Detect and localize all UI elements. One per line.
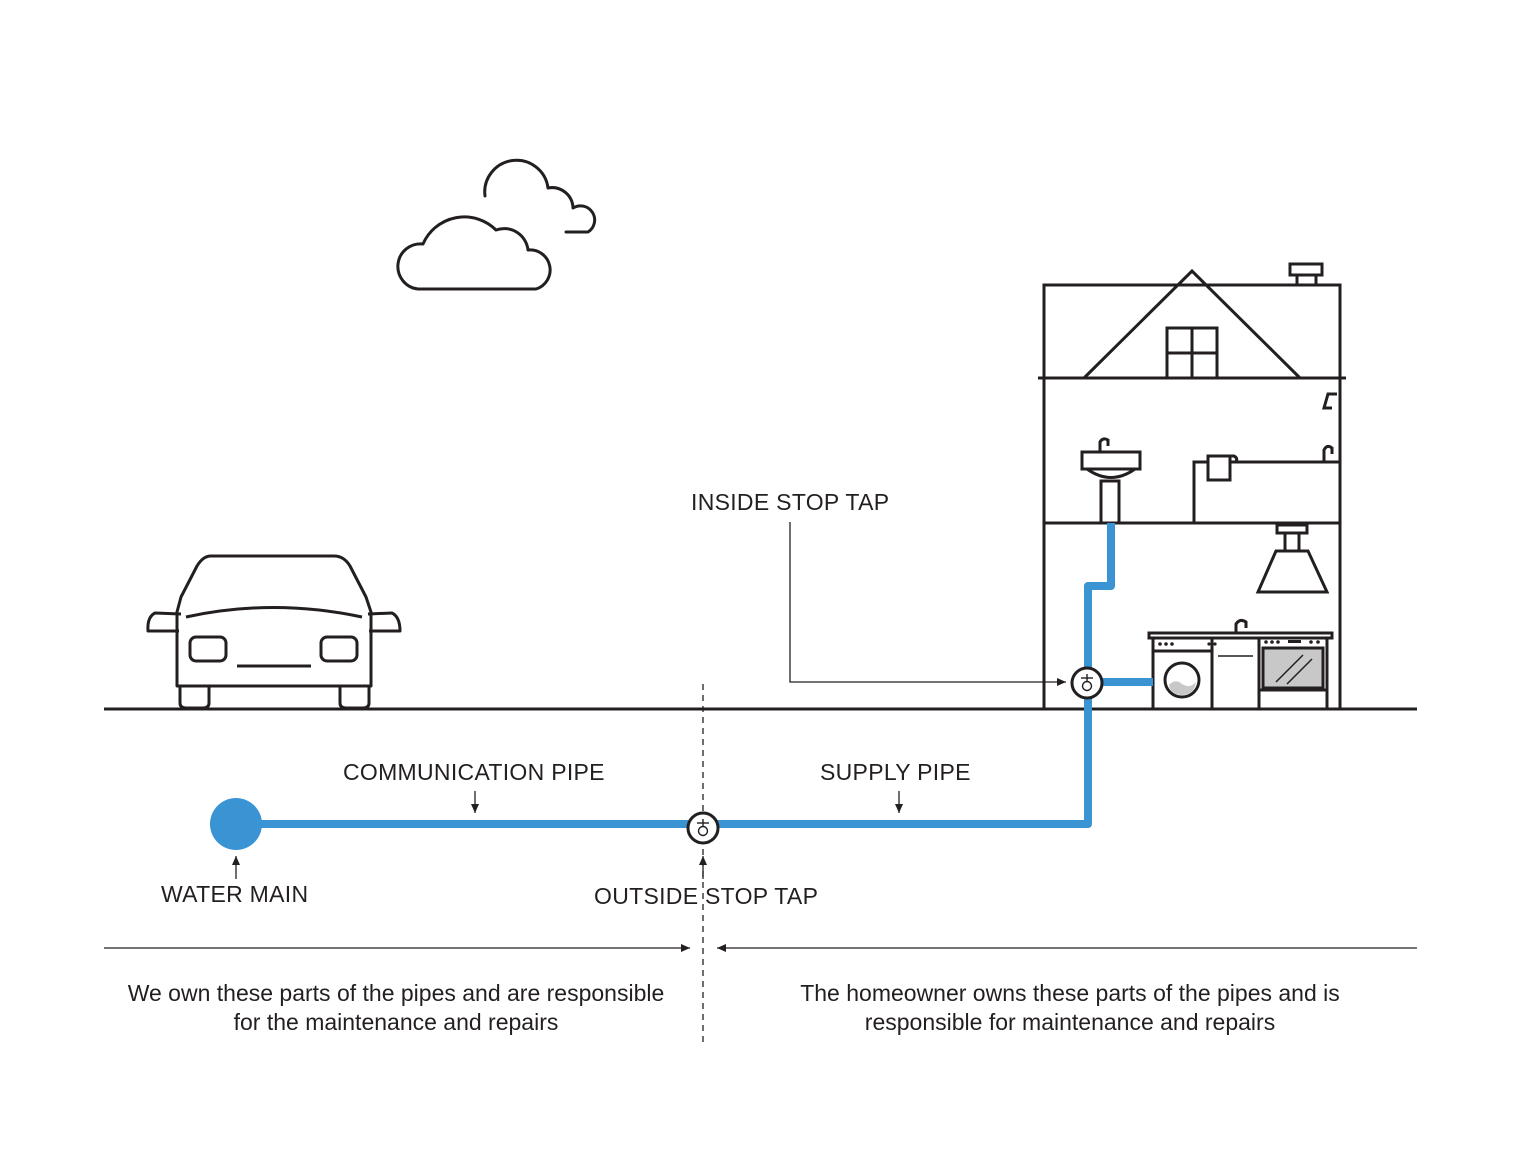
appliance-dots	[1158, 640, 1320, 646]
homeowner-ownership-line-1: The homeowner owns these parts of the pi…	[800, 980, 1340, 1006]
house-icon	[1038, 262, 1346, 711]
company-ownership-line-2: for the maintenance and repairs	[233, 1009, 559, 1035]
supply-pipe-label: SUPPLY PIPE	[820, 759, 971, 785]
leader-lines	[104, 522, 1417, 952]
homeowner-ownership-line-2: responsible for maintenance and repairs	[864, 1009, 1276, 1035]
water-main-node	[210, 798, 262, 850]
company-ownership-line-1: We own these parts of the pipes and are …	[127, 980, 665, 1006]
car-icon	[146, 554, 402, 710]
outside-stop-tap-label: OUTSIDE STOP TAP	[594, 883, 819, 909]
water-main-label: WATER MAIN	[161, 881, 309, 907]
cloud-icon	[396, 158, 597, 291]
homeowner-ownership-note: The homeowner owns these parts of the pi…	[750, 979, 1390, 1037]
company-ownership-note: We own these parts of the pipes and are …	[96, 979, 696, 1037]
washing-water	[1169, 681, 1196, 695]
stop-tap-icon	[1070, 666, 1104, 700]
inside-stop-tap-label: INSIDE STOP TAP	[691, 489, 890, 515]
communication-pipe-label: COMMUNICATION PIPE	[343, 759, 605, 785]
stop-tap-icon	[686, 811, 720, 845]
